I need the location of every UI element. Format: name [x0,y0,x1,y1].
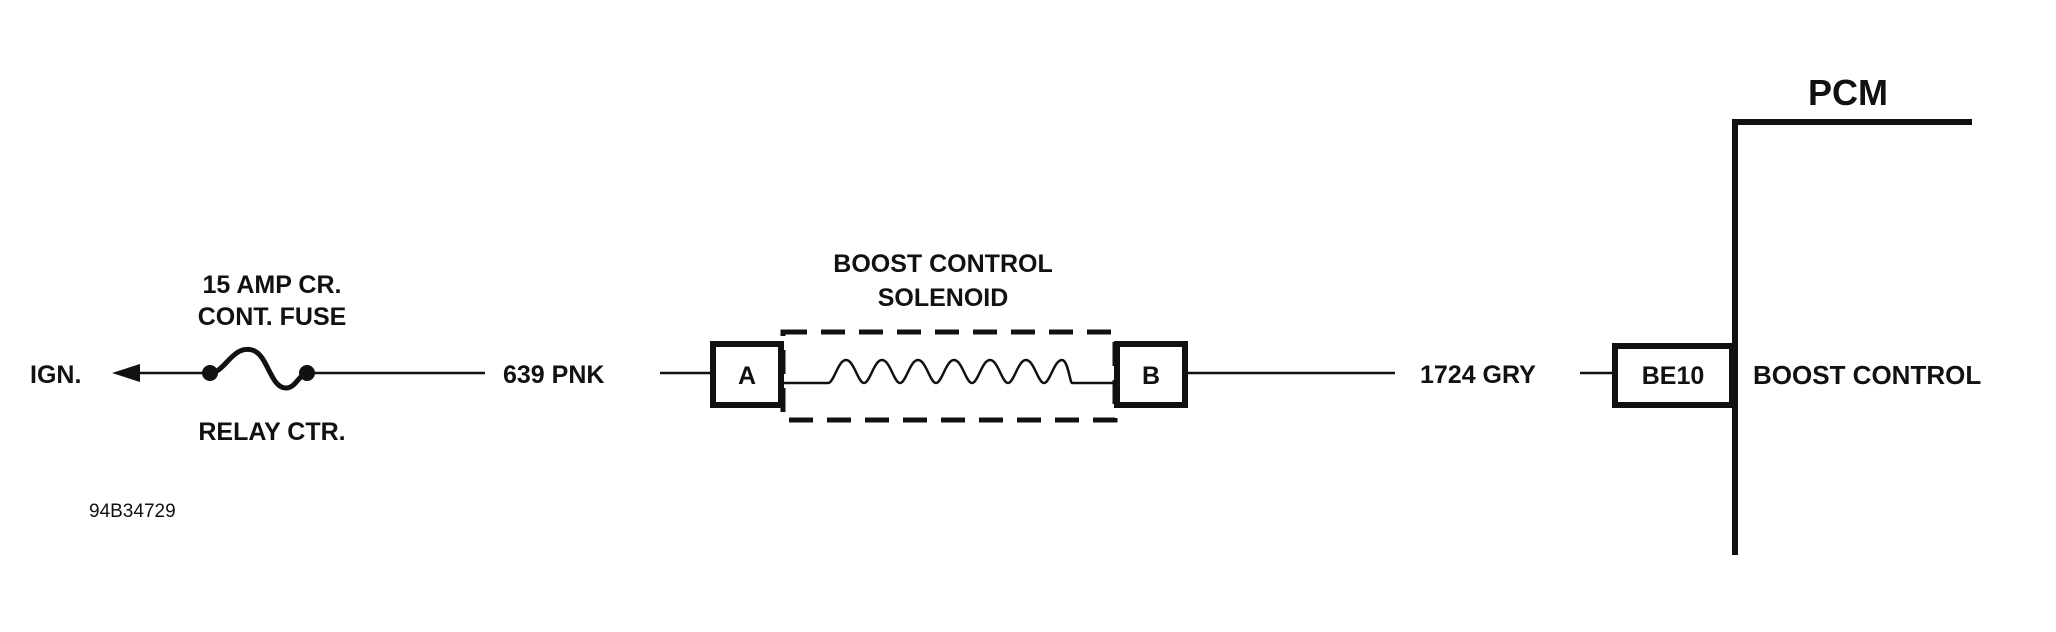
relay-center-label: RELAY CTR. [198,418,345,446]
wire-label-right: 1724 GRY [1420,361,1536,389]
terminal-b-label: B [1142,362,1160,390]
figure-id: 94B34729 [89,501,176,522]
solenoid-coil-icon [827,358,1074,385]
solenoid-housing [780,329,1118,423]
pcm-function-label: BOOST CONTROL [1753,360,1981,390]
terminal-a-box [710,341,784,408]
pcm-label: PCM [1808,72,1888,113]
ign-label: IGN. [30,361,81,389]
wire-label-left: 639 PNK [503,361,604,389]
fuse-name-label: CONT. FUSE [198,303,347,331]
solenoid-name-line2: SOLENOID [878,284,1009,312]
terminal-a-label: A [738,362,756,390]
fuse-icon [202,346,315,391]
pcm-pin-label: BE10 [1642,362,1705,390]
terminal-b-box [1114,341,1188,408]
solenoid-name-line1: BOOST CONTROL [833,250,1052,278]
fuse-rating-label: 15 AMP CR. [203,271,342,299]
pcm-outline [1732,119,1972,555]
arrow-left-icon [112,364,210,382]
